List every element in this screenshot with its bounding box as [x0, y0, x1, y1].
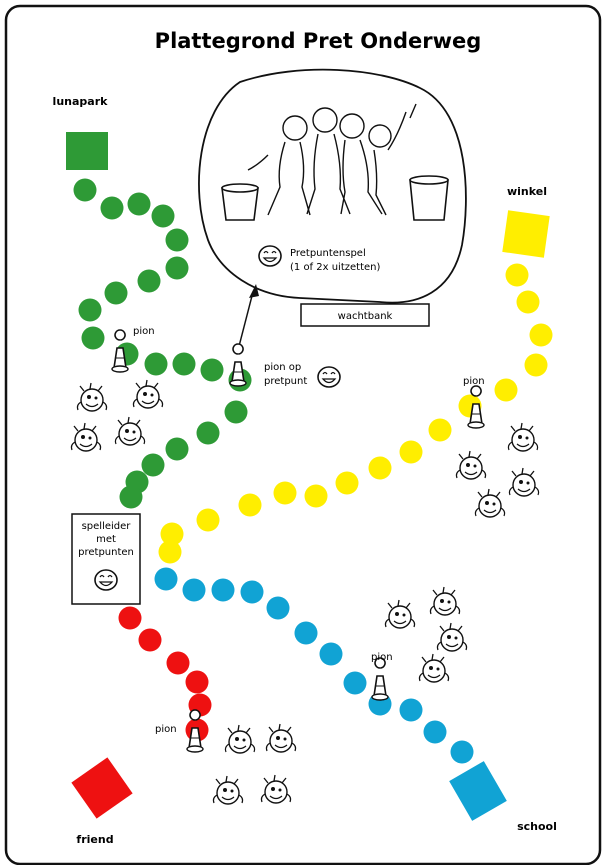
red-path-dot: [167, 652, 190, 675]
smiley-game-icon: [259, 246, 281, 266]
yellow-path-dot: [369, 457, 392, 480]
red-path-dot: [139, 629, 162, 652]
lunapark-square: [66, 132, 108, 170]
green-path-dot: [120, 486, 143, 509]
green-path-dot: [225, 401, 248, 424]
green-path-dot: [82, 327, 105, 350]
pawn-blue-label: pion: [371, 652, 393, 663]
blue-path-dot: [295, 622, 318, 645]
pawn-green-2-label-1: pion op: [264, 362, 301, 373]
yellow-path-dot: [506, 264, 529, 287]
winkel-label: winkel: [507, 185, 547, 198]
page-title: Plattegrond Pret Onderweg: [155, 29, 482, 53]
blue-path-dot: [451, 741, 474, 764]
yellow-path-dot: [429, 419, 452, 442]
school-label: school: [517, 820, 557, 833]
lunapark-label: lunapark: [53, 95, 109, 108]
yellow-path-dot: [530, 324, 553, 347]
game-label-2: (1 of 2x uitzetten): [290, 262, 380, 273]
blue-path-dot: [267, 597, 290, 620]
yellow-path-dot: [305, 485, 328, 508]
pawn-red-label: pion: [155, 724, 177, 735]
yellow-path-dot: [197, 509, 220, 532]
green-path-dot: [166, 257, 189, 280]
red-path-dot: [186, 671, 209, 694]
green-path-dot: [201, 359, 224, 382]
yellow-path-dot: [495, 379, 518, 402]
blue-path-dot: [183, 579, 206, 602]
blue-path-dot: [400, 699, 423, 722]
red-path-dot: [119, 607, 142, 630]
game-leader-label-1: spelleider: [82, 521, 132, 532]
green-path-dot: [166, 438, 189, 461]
bucket-left-icon: [222, 184, 258, 220]
yellow-path-dot: [517, 291, 540, 314]
yellow-path-dot: [336, 472, 359, 495]
green-path-dot: [145, 353, 168, 376]
green-path-dot: [166, 229, 189, 252]
blue-path-dot: [212, 579, 235, 602]
pawn-yellow-label: pion: [463, 376, 485, 387]
green-path-dot: [105, 282, 128, 305]
yellow-path-dot: [400, 441, 423, 464]
friend-label: friend: [76, 833, 113, 846]
green-path-dot: [74, 179, 97, 202]
game-leader-label-3: pretpunten: [78, 547, 134, 558]
smiley-game-leader-icon: [95, 570, 117, 590]
green-path-dot: [173, 353, 196, 376]
green-path-dot: [128, 193, 151, 216]
pawn-green-1-label: pion: [133, 326, 155, 337]
smiley-pretpunt-icon: [318, 367, 340, 387]
blue-path-dot: [320, 643, 343, 666]
blue-path-dot: [344, 672, 367, 695]
green-path-dot: [197, 422, 220, 445]
yellow-path-dot: [274, 482, 297, 505]
blue-path-dot: [155, 568, 178, 591]
blue-path-dot: [241, 581, 264, 604]
winkel-square: [502, 210, 549, 257]
yellow-path-dot: [159, 541, 182, 564]
yellow-path-dot: [239, 494, 262, 517]
pawn-green-2-label-2: pretpunt: [264, 376, 307, 387]
game-label-1: Pretpuntenspel: [290, 248, 366, 259]
waiting-bench-label: wachtbank: [338, 311, 393, 322]
green-path-dot: [79, 299, 102, 322]
green-path-dot: [138, 270, 161, 293]
game-leader-label-2: met: [96, 534, 116, 545]
blue-path-dot: [424, 721, 447, 744]
green-path-dot: [142, 454, 165, 477]
yellow-path-dot: [525, 354, 548, 377]
green-path-dot: [152, 205, 175, 228]
bucket-right-icon: [410, 176, 448, 220]
green-path-dot: [101, 197, 124, 220]
